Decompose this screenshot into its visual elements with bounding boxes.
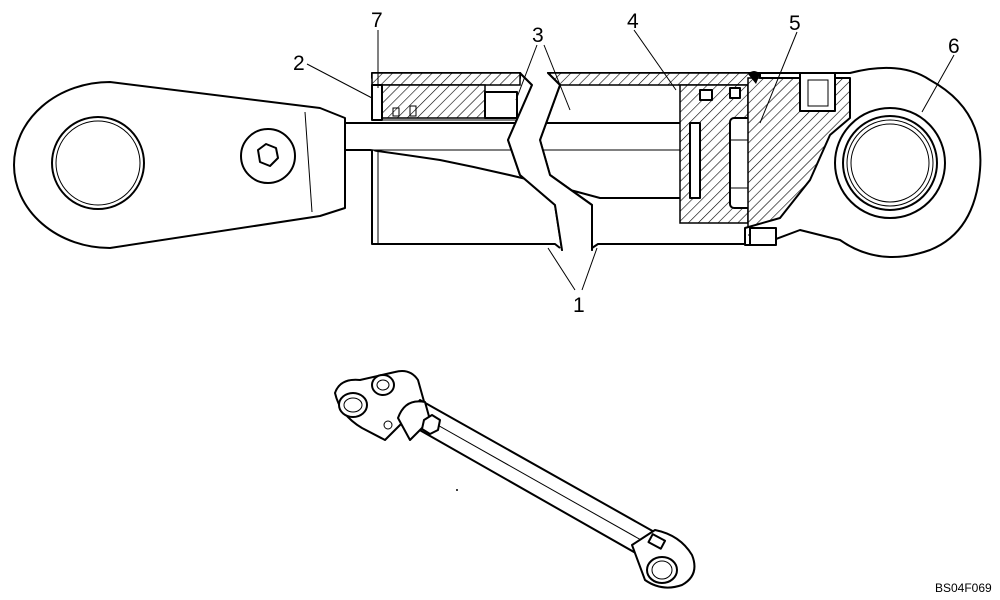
break-lines [507,72,593,251]
cylinder-section-view: 7 2 3 4 5 6 1 [13,9,982,317]
rod-eye [13,81,346,249]
callout-labels: 7 2 3 4 5 6 1 [293,9,960,317]
callout-7: 7 [371,9,383,32]
callout-1: 1 [573,294,585,317]
callout-5: 5 [789,12,801,35]
gland-head [371,84,518,121]
cylinder-barrel [371,72,761,249]
figure-reference: BS04F069 [935,581,992,595]
callout-2: 2 [293,52,305,75]
callout-3: 3 [532,24,544,47]
base-end [744,66,982,259]
callout-6: 6 [948,35,960,58]
callout-4: 4 [627,10,639,33]
cylinder-isometric-view [334,370,696,589]
leader-lines [306,29,955,291]
